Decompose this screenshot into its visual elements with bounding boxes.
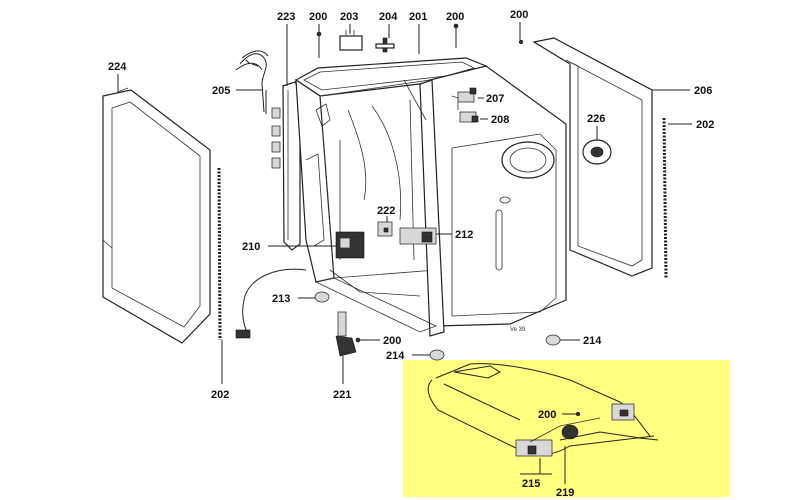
callout-224: 224: [108, 61, 127, 73]
part-203: [339, 30, 363, 51]
leader-lines: [117, 22, 692, 484]
callout-204: 204: [379, 11, 398, 23]
right-sealing-strip: [662, 117, 668, 279]
screw-200-lower: [355, 337, 361, 343]
callout-200-top-right: 200: [510, 9, 528, 21]
foot-214-right: [545, 334, 561, 346]
callout-201: 201: [409, 11, 427, 23]
left-side-panel: [102, 87, 211, 344]
callout-203: 203: [340, 11, 358, 23]
wiring-harness: [235, 50, 269, 114]
cabinet-body: [294, 57, 567, 337]
callout-219: 219: [556, 487, 574, 499]
callout-213: 213: [272, 293, 290, 305]
part-208: [459, 111, 479, 123]
screw-200-top-mid: [453, 23, 459, 48]
cable-loop: [235, 268, 307, 339]
callout-202-right: 202: [696, 119, 714, 131]
callout-200-top-left: 200: [309, 11, 327, 23]
screw-200-top-left: [316, 31, 322, 58]
callout-202-left: 202: [211, 389, 229, 401]
callout-212: 212: [455, 229, 473, 241]
callout-205: 205: [212, 85, 230, 97]
callout-208: 208: [491, 114, 509, 126]
callout-215: 215: [522, 478, 540, 490]
callout-214-left: 214: [386, 350, 405, 362]
callout-210: 210: [242, 241, 260, 253]
callout-207: 207: [486, 93, 504, 105]
part-222: [377, 221, 393, 237]
part-221: [335, 311, 357, 357]
callout-200-top-mid: 200: [446, 11, 464, 23]
callout-222: 222: [377, 205, 395, 217]
callout-206: 206: [694, 85, 712, 97]
callout-214-right: 214: [583, 335, 602, 347]
screw-200-top-right: [518, 39, 524, 45]
side-rail: [271, 81, 301, 251]
callout-221: 221: [333, 389, 351, 401]
part-207: [457, 87, 477, 103]
part-212: [399, 227, 437, 245]
base-frame: [427, 363, 659, 457]
part-210: [335, 231, 365, 259]
foot-214-left: [429, 349, 445, 361]
callout-223: 223: [277, 11, 295, 23]
callout-200-lower: 200: [383, 335, 401, 347]
part-204: [375, 37, 395, 53]
foot-213: [314, 291, 330, 303]
callout-226: 226: [587, 113, 605, 125]
left-sealing-strip: [217, 167, 222, 341]
callout-200-base: 200: [538, 409, 556, 421]
part-226: [582, 139, 612, 165]
panel-stamp: Ve 39: [510, 327, 526, 333]
